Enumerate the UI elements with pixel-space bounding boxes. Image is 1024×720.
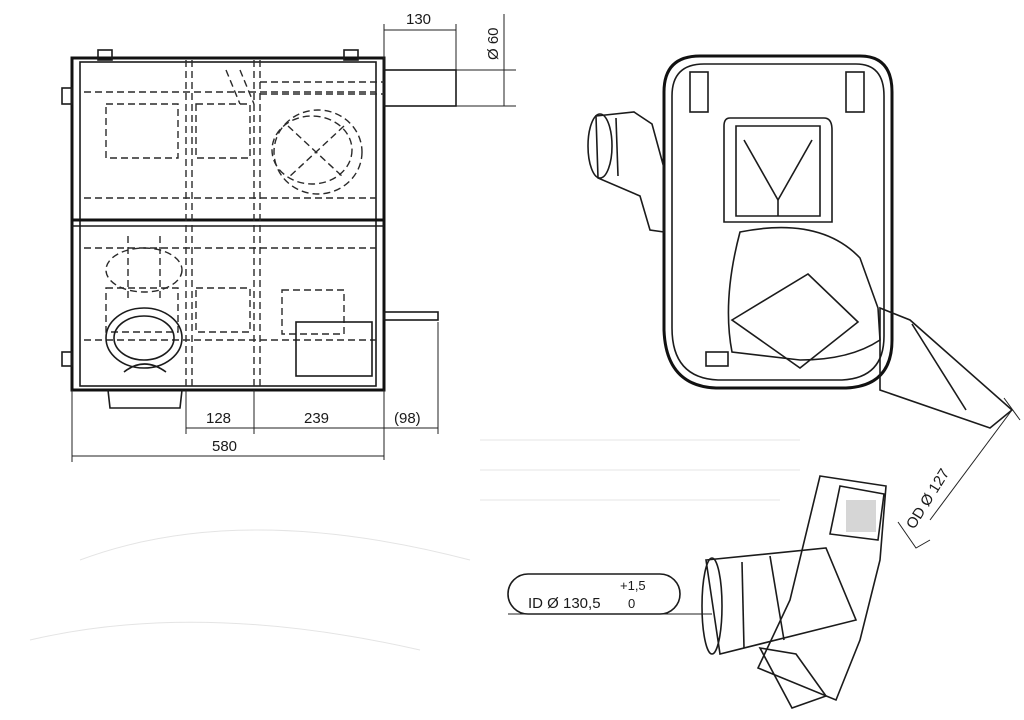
silencer-body xyxy=(70,56,386,392)
dimension-labels: 130 Ø 60 128 239 (98) 580 xyxy=(206,11,502,455)
tolerance-upper-label: +1,5 xyxy=(620,578,646,593)
dim-580-label: 580 xyxy=(212,438,237,455)
dim-239-label: 239 xyxy=(304,410,329,427)
background-marks xyxy=(29,439,800,651)
inner-recess xyxy=(723,117,833,223)
inlet-pipe-end xyxy=(595,111,665,233)
dim-130-label: 130 xyxy=(406,11,431,28)
outlet-cone xyxy=(879,306,1014,429)
silencer-end-outline xyxy=(662,54,894,390)
dim-diameter-60-label: Ø 60 xyxy=(485,27,502,60)
dim-128-label: 128 xyxy=(206,410,231,427)
id-diameter-label: ID Ø 130,5 xyxy=(528,595,601,612)
inlet-diameter-callout: ID Ø 130,5 +1,5 0 xyxy=(507,573,712,615)
end-view xyxy=(587,54,1021,549)
outlet-detail xyxy=(701,475,887,709)
inlet-port xyxy=(105,307,183,369)
dimension-lines xyxy=(71,14,516,462)
outlet-pipe xyxy=(383,69,457,107)
tolerance-lower-label: 0 xyxy=(628,596,635,611)
hatched-section xyxy=(846,500,876,532)
inlet-sleeve xyxy=(705,547,858,655)
side-view xyxy=(61,49,457,409)
small-tube xyxy=(383,311,439,321)
dim-98-label: (98) xyxy=(394,410,421,427)
